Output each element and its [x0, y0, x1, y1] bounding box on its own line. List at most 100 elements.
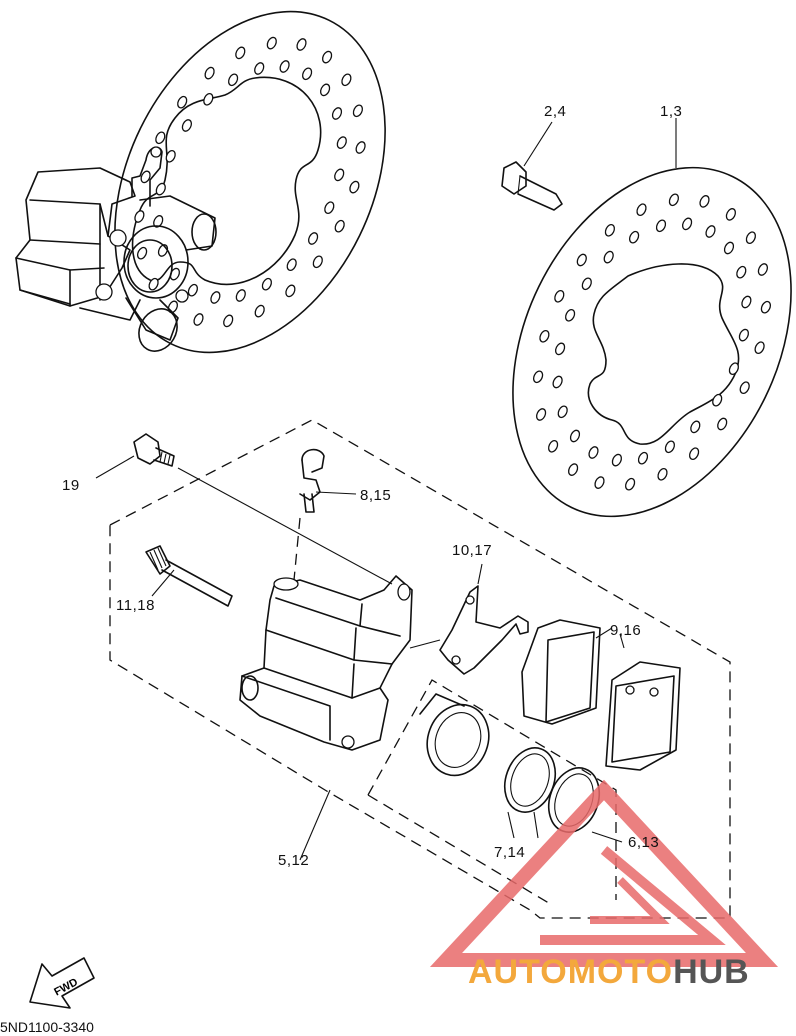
label-slide-pin: 11,18 [116, 597, 155, 614]
disc-vent-hole [181, 119, 193, 132]
disc-vent-hole [355, 141, 366, 154]
watermark-text: AUTOMOTOHUB [468, 955, 750, 989]
disc-vent-hole [547, 439, 559, 453]
disc-vent-hole [177, 95, 188, 109]
label-piston-seal: 7,14 [494, 844, 526, 861]
disc-vent-hole [319, 83, 331, 97]
disc-vent-hole [581, 277, 592, 291]
disc-vent-hole [628, 230, 640, 244]
disc-vent-hole [594, 476, 605, 489]
disc-vent-hole [140, 170, 151, 184]
disc-vent-hole [148, 277, 159, 291]
disc-vent-hole [279, 60, 290, 73]
disc-vent-hole [134, 210, 145, 223]
disc-vent-hole [204, 66, 215, 80]
disc-vent-hole [341, 73, 352, 87]
disc-vent-hole [745, 231, 757, 245]
disc-vent-hole [331, 107, 343, 120]
piston-seal [503, 747, 557, 839]
watermark-text-part1: AUTOMOTO [468, 953, 674, 991]
disc-vent-hole [739, 381, 750, 395]
disc-vent-hole [552, 375, 563, 389]
disc-vent-hole [254, 62, 265, 75]
disc-vent-hole [349, 180, 360, 194]
disc-vent-hole [136, 246, 148, 260]
assembled-caliper [15, 146, 217, 352]
disc-vent-hole [564, 308, 576, 322]
disc-vent-hole [717, 417, 728, 431]
disc-vent-hole [588, 446, 599, 459]
disc-vent-hole [569, 429, 581, 443]
disc-vent-hole [535, 408, 547, 421]
disc-vent-hole [741, 295, 752, 309]
seal-kit-outline [367, 679, 617, 900]
watermark-text-part2: HUB [673, 953, 750, 991]
disc-vent-hole [324, 201, 335, 215]
caliper-piston [419, 693, 490, 777]
disc-vent-hole [757, 263, 769, 276]
disc-vent-hole [286, 258, 297, 272]
disc-vent-hole [760, 300, 772, 314]
fwd-arrow-label: FWD [52, 976, 80, 998]
disc-vent-hole [624, 477, 636, 491]
disc-vent-hole [193, 313, 204, 326]
disc-vent-hole [576, 253, 587, 267]
disc-vent-hole [557, 405, 568, 419]
disc-vent-hole [165, 149, 176, 163]
disc-vent-hole [655, 219, 667, 233]
label-caliper-assy: 5,12 [278, 852, 310, 869]
disc-vent-hole [187, 283, 199, 297]
slide-pin [145, 545, 233, 607]
assembled-brake-disc [114, 10, 386, 354]
caliper-body [239, 575, 441, 861]
disc-vent-hole [312, 255, 323, 269]
disc-vent-hole [712, 393, 723, 407]
disc-vent-hole [261, 277, 273, 291]
disc-vent-hole [699, 195, 710, 208]
bleed-screw [293, 448, 357, 581]
label-bolt-19: 19 [62, 477, 80, 494]
label-brake-disc: 1,3 [660, 103, 683, 120]
disc-vent-hole [155, 182, 166, 196]
disc-vent-hole [567, 463, 579, 476]
label-bleed-screw: 8,15 [360, 487, 392, 504]
disc-vent-hole [301, 67, 313, 81]
disc-vent-hole [705, 225, 716, 238]
disc-vent-hole [603, 250, 614, 264]
disc-vent-hole [307, 232, 319, 245]
disc-vent-hole [254, 304, 265, 318]
disc-vent-hole [321, 50, 333, 64]
disc-vent-hole [668, 193, 680, 207]
disc-vent-hole [532, 370, 544, 384]
disc-vent-hole [554, 342, 566, 356]
disc-vent-hole [296, 38, 307, 51]
brake-pads [521, 619, 681, 771]
disc-vent-hole [223, 314, 234, 328]
disc-vent-hole [539, 329, 550, 343]
disc-vent-hole [227, 73, 239, 87]
label-pad-spring: 10,17 [452, 542, 493, 559]
diagram-code: 5ND1100-3340 [0, 1019, 94, 1035]
assembly-outline [109, 419, 731, 919]
disc-vent-hole [210, 291, 221, 304]
disc-vent-hole [723, 241, 735, 255]
disc-vent-hole [604, 223, 616, 237]
disc-vent-hole [754, 341, 765, 355]
disc-vent-hole [155, 131, 166, 145]
disc-vent-hole [235, 289, 246, 302]
disc-vent-hole [336, 136, 347, 149]
disc-vent-hole [725, 208, 737, 221]
watermark-logo-icon [429, 779, 779, 967]
bolt-19 [95, 433, 393, 585]
fwd-arrow-icon: FWD [29, 957, 95, 1009]
label-brake-pads: 9,16 [610, 622, 642, 639]
disc-vent-hole [736, 265, 747, 279]
disc-vent-hole [738, 328, 750, 342]
disc-vent-hole [554, 289, 565, 303]
disc-vent-hole [636, 203, 647, 217]
brake-disc [512, 118, 792, 518]
disc-vent-hole [352, 104, 364, 118]
disc-bolt [501, 121, 563, 211]
